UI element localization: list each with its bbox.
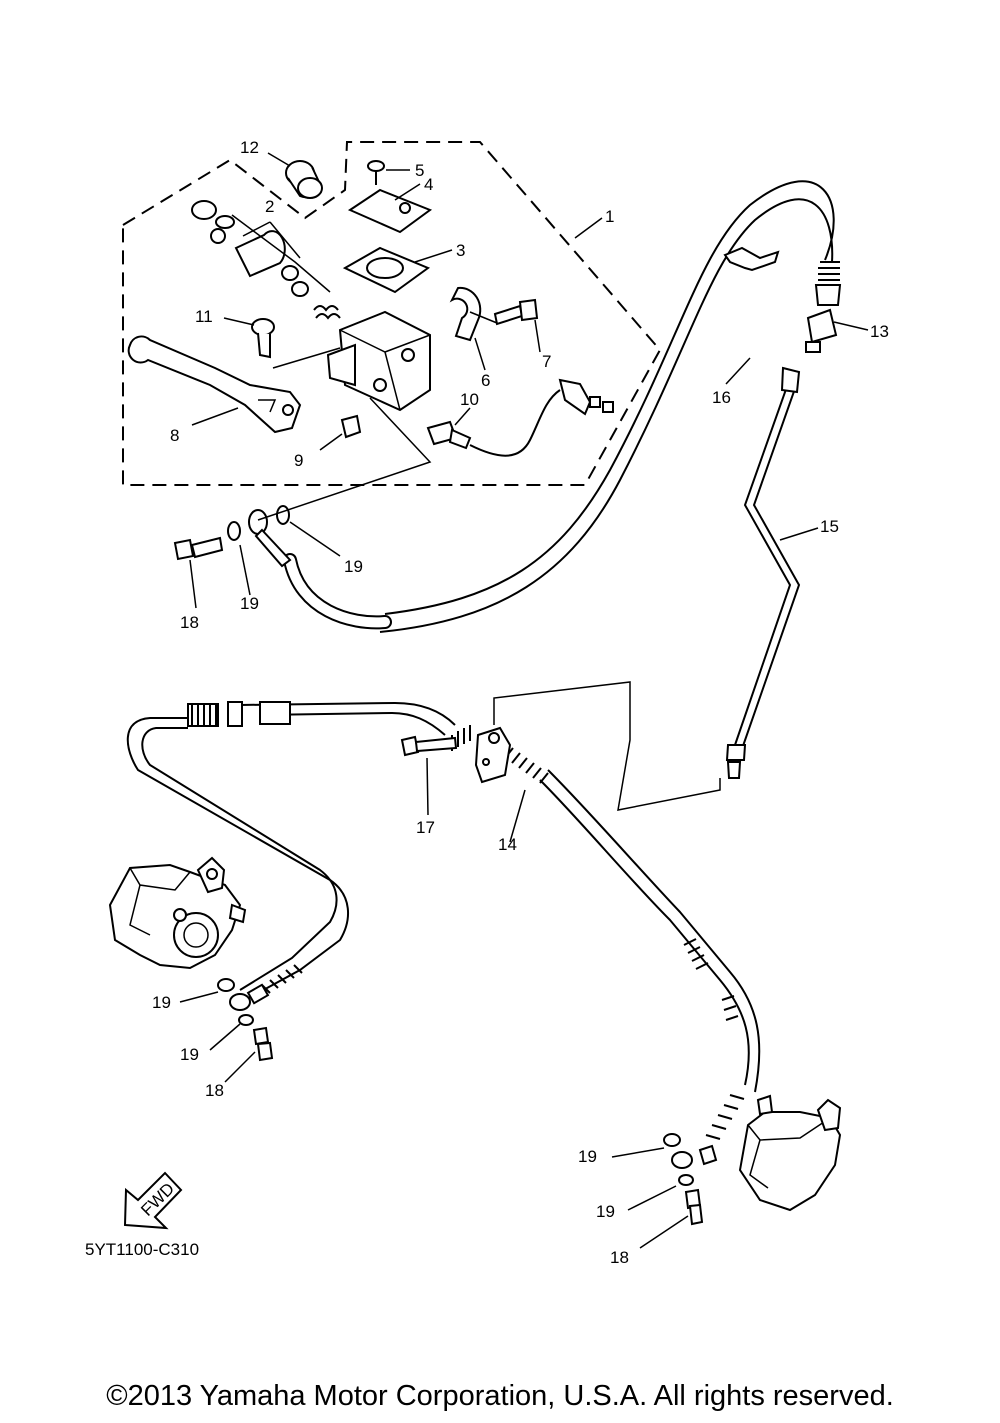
part-15-brake-pipe <box>725 366 819 779</box>
left-brake-caliper <box>108 856 247 970</box>
part-17-bolt <box>400 735 458 816</box>
callout-18-right: 18 <box>610 1248 629 1267</box>
callout-18-upper: 18 <box>180 613 199 632</box>
callout-7: 7 <box>542 352 551 371</box>
callout-6: 6 <box>481 371 490 390</box>
callout-17: 17 <box>416 818 435 837</box>
part-4-reservoir-cap <box>347 188 433 234</box>
part-5-screw <box>367 160 385 185</box>
part-12-boot <box>285 160 323 199</box>
fwd-arrow: FWD <box>123 1171 183 1230</box>
callout-13: 13 <box>870 322 889 341</box>
callout-12: 12 <box>240 138 259 157</box>
part-11-pivot-bolt <box>251 318 275 359</box>
callout-18-left: 18 <box>205 1081 224 1100</box>
callout-16: 16 <box>712 388 731 407</box>
callout-19-right-b: 19 <box>596 1202 615 1221</box>
callout-1: 1 <box>605 207 614 226</box>
callout-8: 8 <box>170 426 179 445</box>
assembly-outline <box>122 141 662 486</box>
part-16-hose-clip <box>723 246 780 272</box>
upper-banjo-fitting <box>173 505 292 568</box>
callout-19-right-a: 19 <box>578 1147 597 1166</box>
part-2-piston-kit <box>191 200 341 320</box>
right-brake-caliper <box>738 1094 842 1212</box>
part-7-bolt <box>493 298 539 326</box>
callout-labels: 1 2 3 4 5 6 7 8 9 10 11 12 13 14 15 16 1… <box>152 138 889 1267</box>
callout-11: 11 <box>195 307 213 326</box>
part-6-clamp <box>449 286 482 342</box>
lower-left-banjo <box>179 978 274 1083</box>
part-8-brake-lever <box>127 335 302 434</box>
callout-14: 14 <box>498 835 517 854</box>
callout-19-left-b: 19 <box>180 1045 199 1064</box>
callout-19-upper-right: 19 <box>344 557 363 576</box>
callout-19-upper-left: 19 <box>240 594 259 613</box>
part-13-union-bolt <box>805 261 869 353</box>
lower-right-banjo <box>611 1133 718 1249</box>
master-cylinder-body <box>326 310 431 412</box>
diagram-code: 5YT1100-C310 <box>85 1240 199 1259</box>
callout-15: 15 <box>820 517 839 536</box>
callout-9: 9 <box>294 451 303 470</box>
callout-5: 5 <box>415 161 424 180</box>
callout-2: 2 <box>265 197 274 216</box>
callout-3: 3 <box>456 241 465 260</box>
leader-lines <box>189 152 603 609</box>
part-10-brake-switch <box>426 378 614 457</box>
callout-10: 10 <box>460 390 479 409</box>
part-9-nut <box>340 414 362 439</box>
callout-19-left-a: 19 <box>152 993 171 1012</box>
copyright-notice: ©2013 Yamaha Motor Corporation, U.S.A. A… <box>106 1380 894 1412</box>
callout-4: 4 <box>424 175 433 194</box>
